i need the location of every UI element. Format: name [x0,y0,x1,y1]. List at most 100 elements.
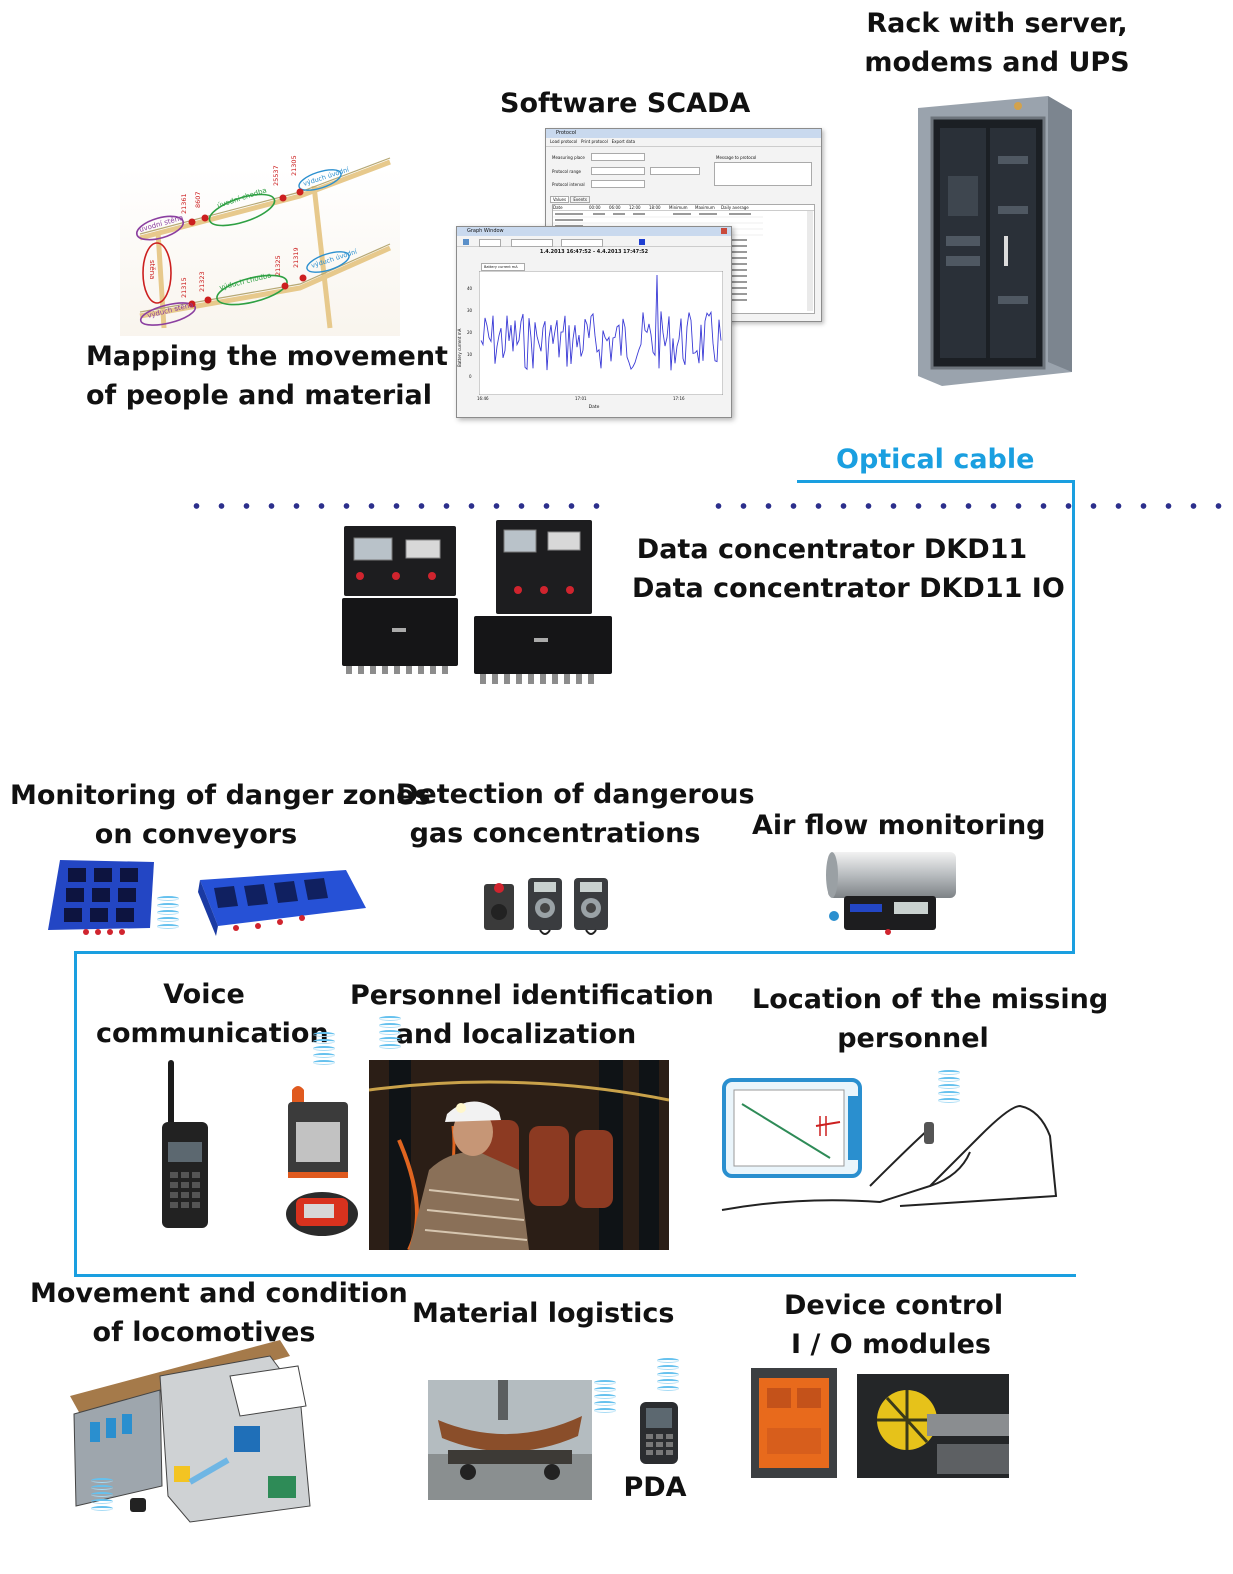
mining-machine-photo [857,1374,1009,1478]
pda-device-image [638,1402,680,1464]
graph-titlebar: Graph Window [457,227,731,236]
y-tick: 30 [467,308,473,313]
scada-graph-window: Graph Window 1.4.2013 16:47:52 - 4.4.201… [456,226,732,418]
tab-values[interactable]: Values [550,196,570,203]
data-concentrator-dkd11-io-image [470,518,616,688]
optical-cable-top [797,480,1075,483]
column-header: Maximum [695,205,715,210]
battery-current-series [480,274,722,371]
optical-cable-label: Optical cable [836,444,1035,475]
protocol-titlebar: Protocol [546,129,821,138]
close-icon[interactable] [721,228,727,234]
column-header: 12:00 [629,205,641,210]
pda-label: PDA [623,1472,687,1503]
map-id: 21305 [290,155,298,176]
wireless-signal-icon [91,1476,113,1513]
optical-cable-left [74,951,77,1277]
graph-plot-area [479,271,723,395]
scada-label: Software SCADA [500,88,751,119]
battery-select[interactable] [479,239,501,247]
personnel-label: Personnel identification and localizatio… [350,980,714,1050]
column-header: Minimum [669,205,688,210]
line-color-swatch[interactable] [639,239,645,245]
conveyor-safety-panel-image [46,856,158,936]
measuring-place-select[interactable] [591,153,645,161]
wireless-signal-icon [313,1030,335,1067]
protocol-tabs: Values Events [546,196,821,203]
conveyor-sensor-array-image [196,866,368,938]
locomotive-sketch [70,1336,340,1530]
surface-boundary-left [184,503,604,509]
column-header: 00:00 [589,205,601,210]
x-tick: 16:46 [477,396,489,401]
x-tick: 17:01 [575,396,587,401]
mapping-label: Mapping the movement of people and mater… [86,341,448,411]
concentrator-label: Data concentrator DKD11 Data concentrato… [632,534,1065,604]
wireless-signal-icon [594,1378,616,1415]
gas-detector-images [482,874,612,938]
map-id: 25537 [272,165,280,186]
map-id: 8607 [194,191,202,208]
y-tick: 0 [469,374,472,379]
print-protocol-button[interactable]: Print protocol [581,139,608,144]
conveyor-label: Monitoring of danger zones on conveyors [10,780,431,850]
column-header: Date [553,205,563,210]
rack-label: Rack with server, modems and UPS [864,8,1130,78]
map-id: 21361 [180,193,188,214]
scrollbar [807,211,813,311]
data-concentrator-dkd11-image [340,524,460,676]
gas-label: Detection of dangerous gas concentration… [396,779,755,849]
graph-xlabel: Date [588,405,600,410]
protocol-form: Measuring place Protocol range Protocol … [546,147,821,197]
wireless-signal-icon [157,894,179,931]
tab-events[interactable]: Events [570,196,590,203]
graph-ylabel: Battery current mA [457,328,462,367]
measuring-place-label: Measuring place [552,155,585,160]
map-label-face: stěna [148,260,156,279]
miner-photo [369,1060,669,1250]
io-module-photo [751,1368,837,1478]
device-control-label: Device control I / O modules [784,1290,1004,1360]
air-flow-sensor-image [824,850,960,936]
export-data-button[interactable]: Export data [611,139,636,144]
load-protocol-button[interactable]: Load protocol [550,139,578,144]
protocol-interval-label: Protocol interval [552,182,585,187]
protocol-table-header: Date 00:00 06:00 12:00 18:00 Minimum Max… [553,205,814,211]
message-textarea[interactable] [714,162,812,186]
from-date-field[interactable] [511,239,553,247]
graph-chart-title: 1.4.2013 16:47:52 - 4.4.2013 17:47:52 [539,249,649,255]
airflow-label: Air flow monitoring [752,810,1046,841]
wireless-signal-icon [379,1014,401,1051]
protocol-range-from[interactable] [591,167,645,175]
wireless-signal-icon [938,1068,960,1105]
surface-boundary-right [706,503,1226,509]
two-way-radio-image [160,1060,210,1230]
message-label: Message to protocol [716,155,757,160]
logistics-label: Material logistics [412,1298,675,1329]
mine-movement-map: úvodní chodba výduch chodba úvodní stěna… [100,128,400,336]
y-tick: 40 [467,286,473,291]
cap-lamp-tag-images [282,1082,362,1246]
optical-cable-mid [74,951,1075,954]
graph-legend: Battery current mA [481,263,525,271]
material-wagon-photo [428,1380,592,1500]
column-header: 18:00 [649,205,661,210]
optical-cable-bottom [74,1274,1076,1277]
map-id: 21325 [274,255,282,276]
protocol-range-label: Protocol range [552,169,582,174]
missing-personnel-label: Location of the missing personnel [752,984,1109,1054]
voice-label: Voice communication [96,979,329,1049]
map-id: 21315 [180,277,188,298]
y-tick: 10 [467,352,473,357]
protocol-toolbar: Load protocol Print protocol Export data [546,138,821,147]
x-tick: 17:16 [673,396,685,401]
graph-window-title: Graph Window [467,228,504,234]
missing-personnel-sketch [720,1076,1064,1216]
protocol-range-to[interactable] [650,167,700,175]
y-tick: 20 [467,330,473,335]
to-date-field[interactable] [561,239,603,247]
protocol-interval-select[interactable] [591,180,645,188]
refresh-icon[interactable] [463,239,469,245]
map-id: 21319 [292,247,300,268]
map-id: 21323 [198,271,206,292]
